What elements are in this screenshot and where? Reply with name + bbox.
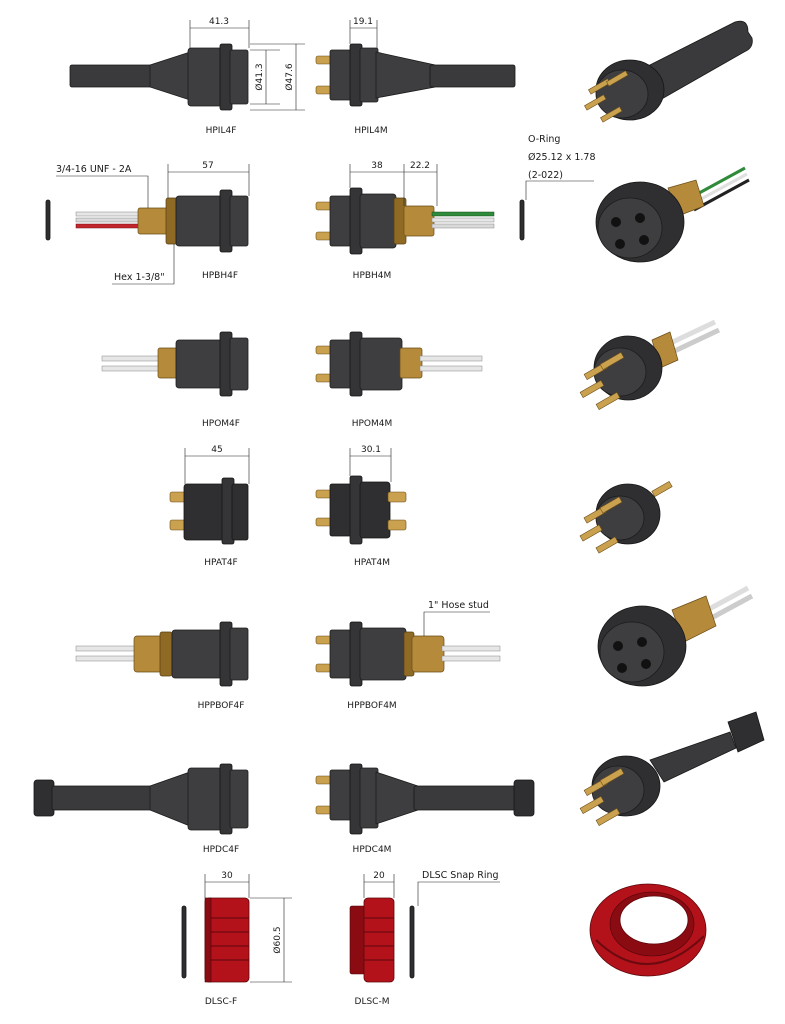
hpil4f-length-dim: 41.3 [209,17,229,27]
hpdc4m-drawing [315,763,535,835]
hpdc4f-label: HPDC4F [203,845,239,855]
hppbof4m-label: HPPBOF4M [347,701,396,711]
hpbh4m-label: HPBH4M [353,271,392,281]
hpdc4m-label: HPDC4M [353,845,392,855]
hose-stud-callout: 1" Hose stud [423,600,490,636]
hpbh4f-dimensions: 57 3/4-16 UNF - 2A Hex 1-3/8" [56,161,250,285]
dlscm-length-dim: 20 [373,871,385,881]
hpil4f-label: HPIL4F [206,126,237,136]
hpat4m-render [579,480,673,554]
hpom4m-render [579,319,721,411]
hpdc4m-render [579,711,765,827]
hpbh4f-render [595,166,750,263]
hpat4f-drawing [169,477,249,545]
oring-title: O-Ring [528,134,560,145]
dlscf-label: DLSC-F [205,997,237,1007]
hex-callout: Hex 1-3/8" [114,272,165,283]
hpdc4f-drawing [33,763,249,835]
hpil4f-outer-dia-dim: Ø47.6 [284,63,295,90]
hpbh4f-length-dim: 57 [202,161,213,171]
oring-callout: O-Ring Ø25.12 x 1.78 (2-022) [519,134,596,241]
hpat4m-dimensions: 30.1 [349,445,392,482]
hpbh4m-length-dim: 38 [371,161,383,171]
hpil4f-drawing [69,43,249,111]
hpat4f-length-dim: 45 [211,445,222,455]
hppbof4f-render [597,585,754,687]
hpom4f-label: HPOM4F [202,419,240,429]
oring-size: Ø25.12 x 1.78 [528,152,596,163]
hpat4f-label: HPAT4F [204,558,237,568]
dlsc-ring-render [589,883,707,977]
hpil4f-inner-dia-dim: Ø41.3 [254,63,265,90]
dlscf-dia-dim: Ø60.5 [272,926,283,953]
hpbh4m-dimensions: 38 22.2 [349,161,438,206]
dlscm-label: DLSC-M [355,997,390,1007]
hpat4f-dimensions: 45 [184,445,250,484]
hose-stud-label: 1" Hose stud [428,600,489,611]
dlscm-dimensions: 20 DLSC Snap Ring [363,870,500,906]
hpbh4f-oring [45,199,51,241]
hpil4m-length-dim: 19.1 [353,17,373,27]
hpat4m-length-dim: 30.1 [361,445,381,455]
hpbh4f-label: HPBH4F [202,271,238,281]
hpat4m-drawing [315,475,407,545]
hpil4m-render [584,20,753,123]
dlscf-length-dim: 30 [221,871,233,881]
hpbh4f-drawing [75,189,249,253]
oring-code: (2-022) [528,170,563,181]
hppbof4f-label: HPPBOF4F [198,701,245,711]
hppbof4f-drawing [75,621,249,687]
hpbh4m-drawing [315,187,495,255]
hpat4m-label: HPAT4M [354,558,390,568]
hpil4m-drawing [315,43,516,107]
hpom4m-drawing [315,331,483,397]
hpom4m-label: HPOM4M [352,419,393,429]
hpil4f-dimensions: 41.3 Ø41.3 Ø47.6 [189,17,305,111]
hpbh4m-thread-dim: 22.2 [410,161,430,171]
dlscf-drawing [181,897,250,983]
snap-ring-label: DLSC Snap Ring [422,870,499,881]
hppbof4m-drawing [315,621,501,687]
hpil4m-label: HPIL4M [354,126,387,136]
thread-callout: 3/4-16 UNF - 2A [56,164,132,175]
hpom4f-drawing [101,331,249,397]
hpil4m-dimensions: 19.1 [349,17,378,48]
dlscf-dimensions: 30 Ø60.5 [204,871,292,983]
dlscm-drawing [349,897,415,983]
